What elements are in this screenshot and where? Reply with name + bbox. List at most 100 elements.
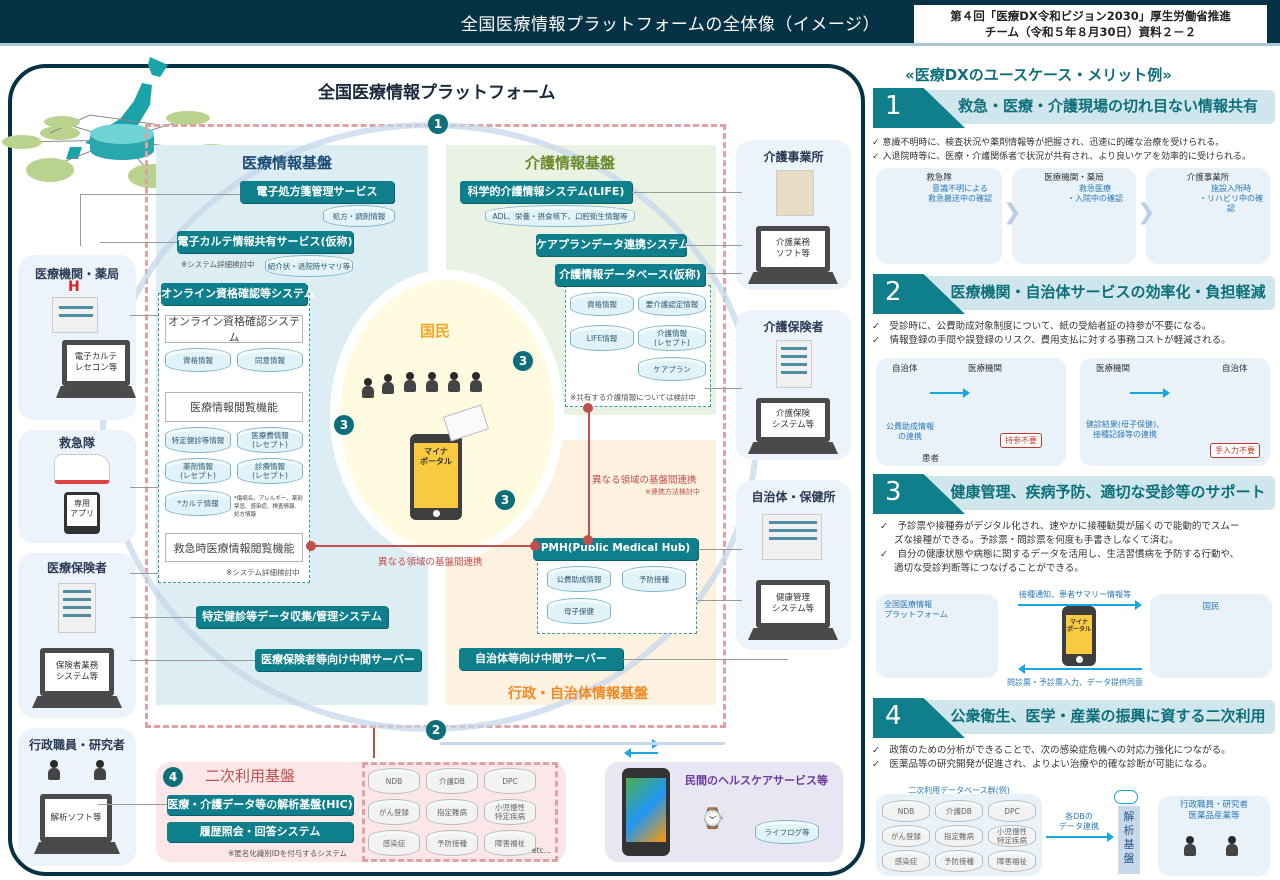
stakeholder-care-office[interactable]: 介護事業所 介護業務 ソフト等 [736,140,851,290]
uc3-citizen-panel [1150,594,1272,678]
myna-portal-phone[interactable]: マイナ ポータル [410,434,462,520]
care-device-label: 介護業務 ソフト等 [761,231,825,267]
care-insurer-device-label: 介護保険 システム等 [761,403,825,437]
flow-marker-4: 4 [163,767,183,787]
smartphone-apps-icon [622,768,670,856]
usecase-bullet: ✓ 自分の健康状態や病態に関するデータを活用し、生活習慣病を予防する行動や、適切… [880,549,1240,574]
connector [705,388,742,389]
stakeholder-researcher[interactable]: 行政職員・研究者 解析ソフト等 [18,728,136,866]
usecase-bullet: ✓ 意識不明時に、検査状況や薬剤情報等が把握され、迅速に的確な治療を受けられる。 [872,138,1225,148]
checkup-data-system[interactable]: 特定健診等データ収集/管理システム [196,606,388,628]
private-link-arrow-left [624,748,658,758]
uc3-myna-phone: マイナ ポータル [1062,606,1096,666]
ekarte-db: 紹介状・退院時サマリ等 [265,255,353,277]
life-db: ADL、栄養・摂食嚥下、口腔衛生情報等 [485,205,635,227]
stakeholder-care-insurer[interactable]: 介護保険者 介護保険 システム等 [736,310,851,460]
life-system[interactable]: 科学的介護情報システム(LIFE) [460,181,632,203]
uc2-right-from: 医療機関 [1096,364,1131,374]
hospital-title: 医療機関・薬局 [34,267,119,281]
stakeholder-ambulance[interactable]: 救急隊 専用 アプリ [18,430,136,543]
db-treatment: 診療情報 (レセプト) [237,458,303,484]
header-bar: 全国医療情報プラットフォームの全体像（イメージ） 第４回「医療DX令和ビジョン2… [0,0,1280,46]
pmh-db-maternal: 母子保健 [547,598,611,624]
uc2-patient: 患者 [922,454,940,464]
care-office-title: 介護事業所 [763,150,824,164]
dedicated-app-tablet: 専用 アプリ [64,492,100,534]
uc4-researcher-icon [1184,836,1196,856]
uc4-db: 小児慢性 特定疾病 [988,825,1036,847]
care-db-careplan: ケアプラン [638,357,706,381]
uc4-db: 指定難病 [935,825,983,847]
uc1-panel-caption: 意識不明による 救急搬送中の確認 [928,184,992,203]
ekarte-note: ※システム詳細検討中 [181,260,255,269]
cloud-icon [1114,790,1138,804]
uc4-arrow-label: 各DBの データ連携 [1059,812,1099,831]
document-meta: 第４回「医療DX令和ビジョン2030」厚生労働省推進 チーム（令和５年８月30日… [914,5,1267,43]
hic-analysis-platform[interactable]: 医療・介護データ等の解析基盤(HIC) [167,795,353,815]
stakeholder-insurer[interactable]: 医療保険者 保険者業務 システム等 [18,553,136,718]
myna-portal-label: マイナ ポータル [414,443,458,508]
sec-db: 指定難病 [426,799,478,825]
meta-line-1: 第４回「医療DX令和ビジョン2030」厚生労働省推進 [950,9,1231,23]
uc4-doctor-icon [1226,836,1238,856]
wearable-icon: ⌚ [700,806,725,830]
municipality-title: 自治体・保健所 [751,490,836,504]
db-medical-cost: 医療費情報 (レセプト) [237,427,303,453]
uc4-db: DPC [988,800,1036,822]
online-qualification-system[interactable]: オンライン資格確認等システム [161,283,315,305]
researcher-title: 行政職員・研究者 [28,738,125,752]
sec-db: 介護DB [426,768,478,794]
uc2-arrow [930,388,970,398]
sec-db: 障害福祉 [484,830,536,856]
uc1-panel-caption: 救急医療 ・入院中の確認 [1067,184,1123,203]
caredb-note: ※共有する介護情報については検討中 [570,393,696,402]
stakeholder-hospital[interactable]: 医療機関・薬局 H 電子カルテ レセコン等 [18,255,136,420]
link-label-horizontal: 異なる領域の基盤間連携 [378,557,483,568]
care-zone-title: 介護情報基盤 [525,154,616,172]
careplan-system[interactable]: ケアプランデータ連携システム [536,234,690,256]
uc1-panel-label: 医療機関・薬局 [1044,173,1104,183]
medical-info-viewer[interactable]: 医療情報閲覧機能 [165,392,303,422]
page-title: 全国医療情報プラットフォームの全体像（イメージ） [460,15,880,35]
usecase-3-title: 健康管理、疾病予防、適切な受診等のサポート [950,483,1266,501]
citizens-group-icon [362,370,512,400]
ambulance-icon [54,454,110,484]
emergency-viewer[interactable]: 救急時医療情報閲覧機能 [165,533,303,562]
private-link-line [440,742,725,745]
uc1-panel-ambulance [876,168,1002,264]
admin-zone-title: 行政・自治体情報基盤 [508,686,648,702]
connector [100,242,177,243]
secondary-etc: etc... [532,846,551,855]
link-node [530,541,540,551]
uc4-db: 感染症 [882,850,930,872]
history-inquiry-system[interactable]: 履歴照会・回答システム [167,822,353,842]
eprescription-service[interactable]: 電子処方箋管理サービス [240,181,394,203]
uc3-platform-label: 全国医療情報 プラットフォーム [884,600,948,619]
pmh-hub[interactable]: PMH(Public Medical Hub) [533,538,698,560]
ekarte-device-label: 電子カルテ レセコン等 [67,345,125,381]
pmh-db-subsidy: 公費助成情報 [547,566,611,592]
insurer-title: 医療保険者 [46,561,107,575]
care-database[interactable]: 介護情報データベース(仮称) [555,264,705,286]
care-insurer-title: 介護保険者 [763,320,824,334]
connector [705,273,742,274]
eprescription-db: 処方・調剤情報 [323,205,395,227]
link-node [306,541,316,551]
db-drug: 薬剤情報 (レセプト) [165,458,231,484]
sec-db: NDB [368,768,420,794]
care-db-life: LIFE情報 [570,325,634,351]
insurer-laptop-icon: 保険者業務 システム等 [32,648,122,708]
sec-db: 予防接種 [426,830,478,856]
usecase-bullet: ✓ 情報登録の手間や誤登録のリスク、費用支払に対する事務コストが軽減される。 [872,335,1231,346]
uc2-left-caption: 公費助成情報 の連携 [886,422,934,441]
ekarte-service[interactable]: 電子カルテ情報共有サービス(仮称) [177,231,353,253]
uc3-portal-label: マイナ ポータル [1066,615,1092,654]
stakeholder-municipality[interactable]: 自治体・保健所 健康管理 システム等 [736,480,851,650]
online-qualification-subsystem[interactable]: オンライン資格確認システム [165,315,303,344]
usecase-3-bullets: ✓ 予診票や接種券がデジタル化され、速やかに接種勧奨が届くので能動的でスムーズな… [880,520,1240,576]
care-office-building-icon [776,170,814,216]
db-karte: *カルテ情報 [165,490,231,516]
insurer-intermediate-server[interactable]: 医療保険者等向け中間サーバー [255,649,421,671]
municipal-intermediate-server[interactable]: 自治体等向け中間サーバー [459,648,623,670]
sec-db: DPC [484,768,536,794]
